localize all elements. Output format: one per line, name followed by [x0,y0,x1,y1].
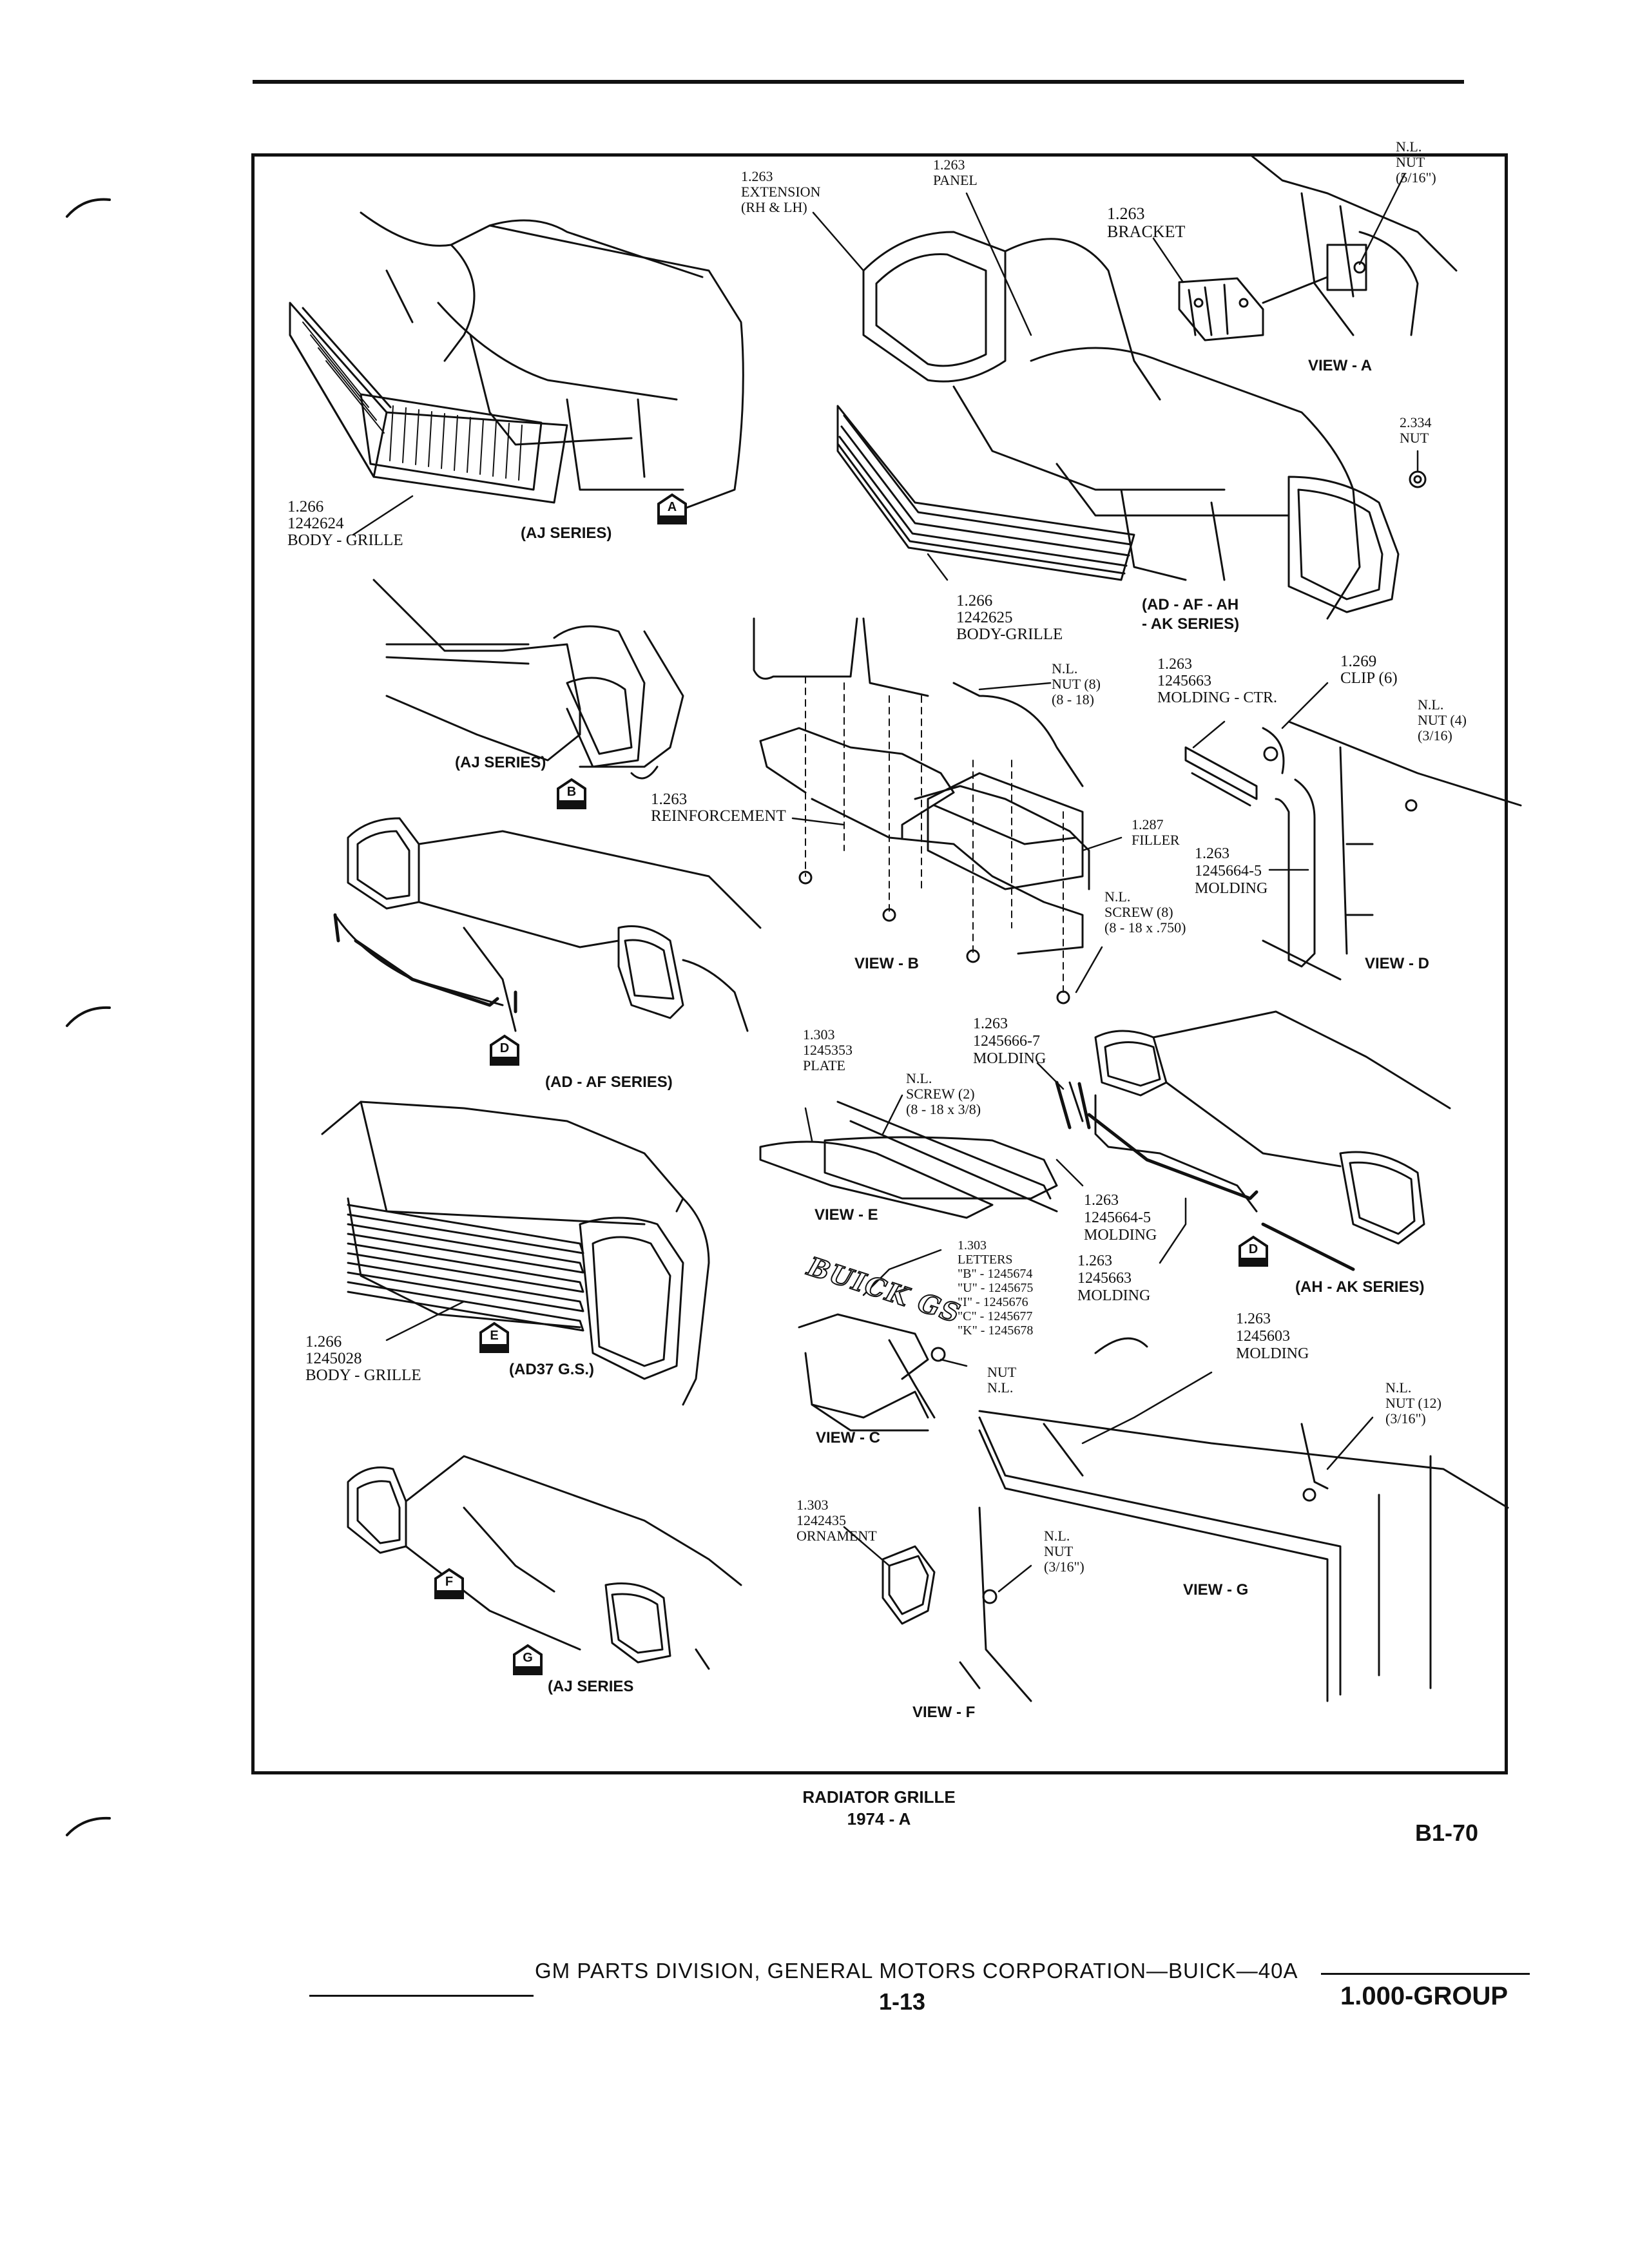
figure-code: B1-70 [1415,1820,1479,1846]
callout-bracket: 1.263 BRACKET [1107,204,1186,241]
view-marker-f: F [433,1567,465,1600]
callout-extension: 1.263 EXTENSION (RH & LH) [741,168,821,215]
binder-mark-3 [66,1816,111,1836]
view-marker-a: A [656,492,688,526]
view-marker-d2: D [1237,1235,1269,1268]
view-marker-a-letter: A [667,500,677,514]
view-marker-e-letter: E [490,1329,499,1343]
callout-ornament: 1.303 1242435 ORNAMENT [796,1497,877,1544]
binder-mark-2 [66,1006,111,1027]
view-marker-g-letter: G [523,1651,533,1665]
view-marker-b-letter: B [566,785,577,799]
binder-mark-1 [66,198,111,218]
callout-letters: 1.303 LETTERS "B" - 1245674 "U" - 124567… [958,1238,1034,1338]
series-label-ad-af-ah-ak: (AD - AF - AH - AK SERIES) [1142,596,1240,633]
callout-panel: 1.263 PANEL [933,157,978,188]
view-marker-g: G [512,1643,544,1677]
callout-nut-8: N.L. NUT (8) (8 - 18) [1052,660,1101,707]
callout-molding-1245663: 1.263 1245663 MOLDING [1077,1253,1151,1304]
callout-filler: 1.287 FILLER [1132,816,1180,848]
view-g-title: VIEW - G [1183,1581,1249,1599]
callout-nut-view-c: NUT N.L. [987,1364,1017,1396]
view-marker-b: B [555,777,588,811]
series-label-aj-3: (AJ SERIES [548,1678,634,1695]
top-rule [253,80,1464,84]
callout-molding-ctr: 1.263 1245663 MOLDING - CTR. [1157,656,1277,706]
callout-grille-1242624: 1.266 1242624 BODY - GRILLE [287,498,403,549]
figure-caption-title: RADIATOR GRILLE [802,1787,956,1807]
view-marker-d1-letter: D [499,1041,510,1055]
view-f-title: VIEW - F [912,1704,976,1721]
series-label-aj-1: (AJ SERIES) [521,524,612,542]
series-label-ad37: (AD37 G.S.) [509,1361,595,1378]
view-e-title: VIEW - E [815,1206,878,1224]
view-marker-f-letter: F [445,1575,454,1589]
callout-nut-12: N.L. NUT (12) (3/16") [1385,1379,1441,1427]
callout-screw-2: N.L. SCREW (2) (8 - 18 x 3/8) [906,1070,981,1117]
figure-caption-year: 1974 - A [847,1809,911,1829]
view-marker-d2-letter: D [1248,1242,1258,1256]
callout-screw-8: N.L. SCREW (8) (8 - 18 x .750) [1104,889,1186,936]
callout-grille-1242625: 1.266 1242625 BODY-GRILLE [956,592,1063,643]
footer-rule-right [1321,1973,1530,1975]
callout-molding-1245664-e: 1.263 1245664-5 MOLDING [1084,1192,1157,1244]
callout-nut-2334: 2.334 NUT [1400,414,1432,446]
callout-grille-1245028: 1.266 1245028 BODY - GRILLE [305,1333,421,1384]
series-label-ah-ak: (AH - AK SERIES) [1295,1278,1425,1296]
footer-rule-left [309,1995,534,1997]
callout-molding-1245664-d: 1.263 1245664-5 MOLDING [1195,845,1268,897]
callout-reinforcement: 1.263 REINFORCEMENT [651,791,786,825]
series-label-ad-af: (AD - AF SERIES) [545,1073,673,1091]
page-number: 1-13 [879,1988,926,2015]
figure-frame [251,153,1508,1774]
view-c-title: VIEW - C [816,1429,880,1446]
view-d-title: VIEW - D [1365,955,1429,972]
callout-clip: 1.269 CLIP (6) [1340,653,1398,687]
view-a-title: VIEW - A [1308,357,1373,374]
callout-molding-1245666: 1.263 1245666-7 MOLDING [973,1015,1046,1067]
footer-corporation: GM PARTS DIVISION, GENERAL MOTORS CORPOR… [535,1959,1298,1983]
view-marker-d1: D [488,1033,521,1067]
callout-nut-view-a: N.L. NUT (5/16") [1396,139,1436,186]
view-marker-e: E [478,1321,510,1354]
group-label: 1.000-GROUP [1340,1982,1509,2010]
callout-plate: 1.303 1245353 PLATE [803,1026,853,1073]
callout-molding-1245603: 1.263 1245603 MOLDING [1236,1311,1309,1362]
callout-nut-view-f: N.L. NUT (3/16") [1044,1528,1084,1575]
callout-nut-4: N.L. NUT (4) (3/16) [1418,697,1467,744]
series-label-aj-2: (AJ SERIES) [455,754,546,771]
view-b-title: VIEW - B [854,955,919,972]
